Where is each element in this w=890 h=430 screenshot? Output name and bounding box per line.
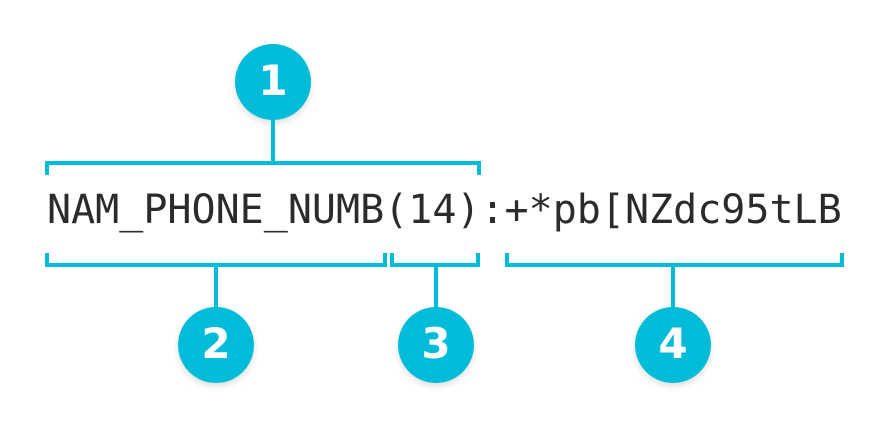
bracket-4-tick-left	[505, 253, 509, 267]
annotation-badge-1-label: 1	[258, 56, 288, 105]
bracket-2-tick-left	[45, 253, 49, 267]
bracket-1-rail	[45, 161, 481, 165]
bracket-3-tick-right	[476, 253, 480, 267]
bracket-4-tick-right	[840, 253, 844, 267]
connector-stem-3	[434, 264, 438, 309]
connector-stem-2	[214, 264, 218, 309]
annotation-badge-4[interactable]: 4	[635, 307, 711, 383]
annotation-badge-2[interactable]: 2	[178, 307, 254, 383]
annotation-badge-2-label: 2	[201, 319, 231, 368]
connector-stem-1	[271, 118, 275, 163]
annotation-badge-3-label: 3	[421, 319, 451, 368]
annotation-badge-3[interactable]: 3	[398, 307, 474, 383]
annotation-badge-4-label: 4	[658, 319, 688, 368]
annotated-string-text: NAM_PHONE_NUMB(14):+*pb[NZdc95tLB	[47, 187, 842, 233]
connector-stem-4	[671, 264, 675, 309]
bracket-2-tick-right	[383, 253, 387, 267]
bracket-1-tick-right	[477, 161, 481, 175]
bracket-3-tick-left	[390, 253, 394, 267]
bracket-1-tick-left	[45, 161, 49, 175]
annotation-badge-1[interactable]: 1	[235, 44, 311, 120]
bracket-group-1	[45, 161, 481, 175]
